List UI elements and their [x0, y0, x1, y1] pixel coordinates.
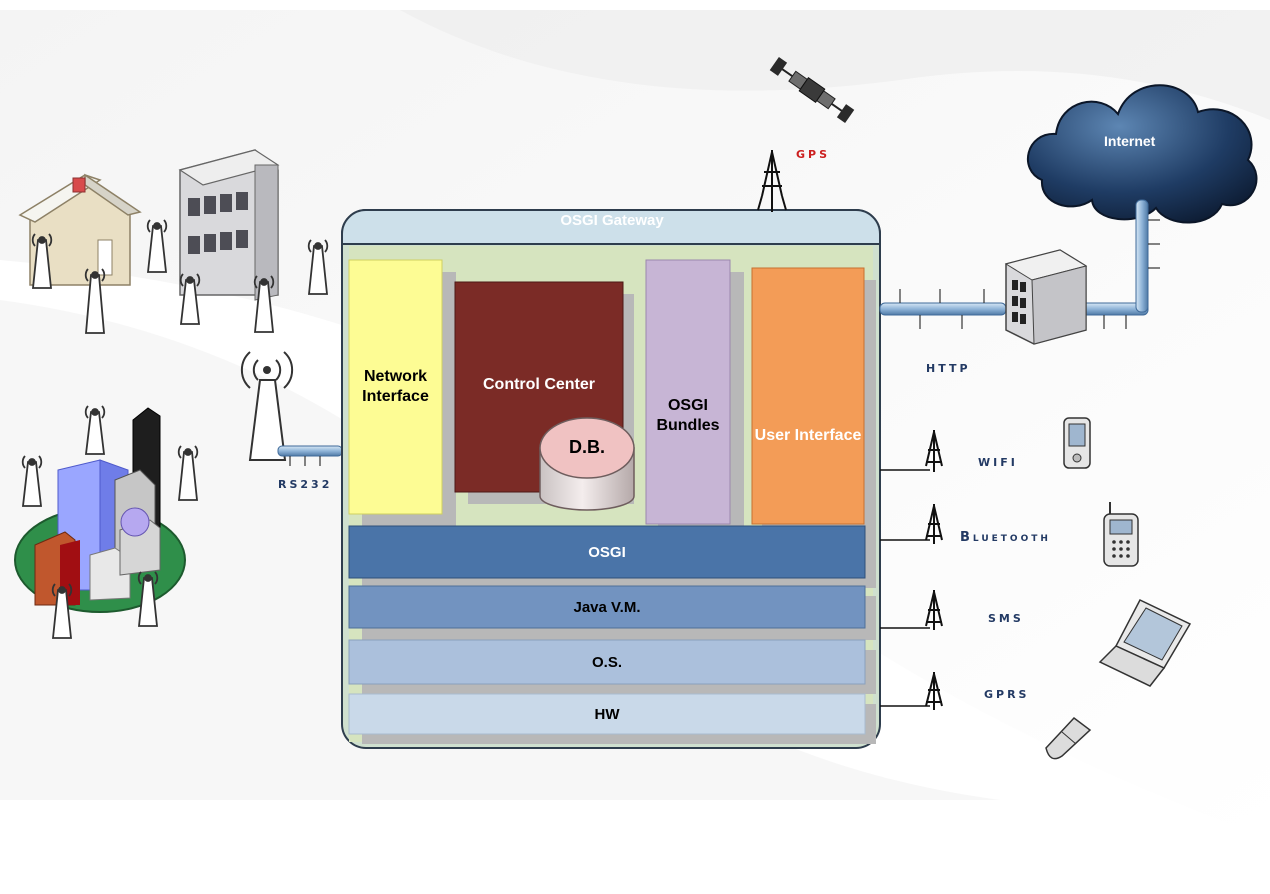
- layer-hw-bar: [348, 693, 866, 735]
- gprs-tower-icon: [925, 672, 943, 710]
- house-icon: [18, 173, 142, 286]
- wifi-tower-icon: [925, 430, 943, 472]
- bluetooth-label: Bluetooth: [960, 530, 1051, 545]
- server-icon: [1004, 249, 1088, 345]
- user-interface-label: User Interface: [754, 427, 862, 444]
- bluetooth-tower-icon: [925, 504, 943, 544]
- internet-label: Internet: [1104, 133, 1156, 149]
- wireless-connection-lines: [880, 469, 930, 707]
- http-connection-line: [879, 199, 1160, 329]
- satellite-icon: [769, 57, 855, 123]
- rs232-label: RS232: [278, 478, 333, 491]
- layer-jvm-label: Java V.M.: [573, 598, 641, 616]
- internet-cloud-icon: [1026, 84, 1258, 224]
- http-label: HTTP: [926, 362, 971, 375]
- mobile-phone-icon: [1103, 502, 1139, 567]
- office-building-icon: [178, 149, 280, 301]
- layer-hw-label: HW: [594, 705, 620, 723]
- database-label: D.B.: [569, 437, 605, 457]
- rs232-antenna-icon: [240, 351, 294, 461]
- layer-os-bar: [348, 639, 866, 685]
- sms-tower-icon: [925, 590, 943, 630]
- network-interface-label: Network Interface: [362, 368, 429, 405]
- database-cylinder-icon: [539, 417, 635, 511]
- gateway-title: OSGI Gateway: [560, 212, 664, 229]
- wifi-label: WIFI: [978, 456, 1018, 469]
- gps-label: GPS: [796, 148, 831, 161]
- layer-osgi-bar: [348, 525, 866, 579]
- control-center-label: Control Center: [483, 376, 595, 393]
- layer-os-label: O.S.: [591, 653, 622, 671]
- pda-icon: [1063, 417, 1091, 469]
- city-block-icon: [14, 407, 186, 613]
- layer-osgi-label: OSGI: [588, 543, 626, 561]
- network-interface-box: [348, 259, 443, 515]
- gprs-label: GPRS: [984, 688, 1030, 701]
- sms-label: SMS: [988, 612, 1024, 625]
- user-interface-box: [751, 267, 865, 525]
- gps-tower-icon: [757, 150, 787, 212]
- laptop-icon: [1098, 599, 1192, 687]
- osgi-bundles-label: OSGI Bundles: [656, 397, 720, 434]
- flip-phone-icon: [1045, 716, 1092, 760]
- layer-jvm-bar: [348, 585, 866, 629]
- sensor-antennas: [21, 219, 329, 639]
- osgi-bundles-box: [645, 259, 731, 525]
